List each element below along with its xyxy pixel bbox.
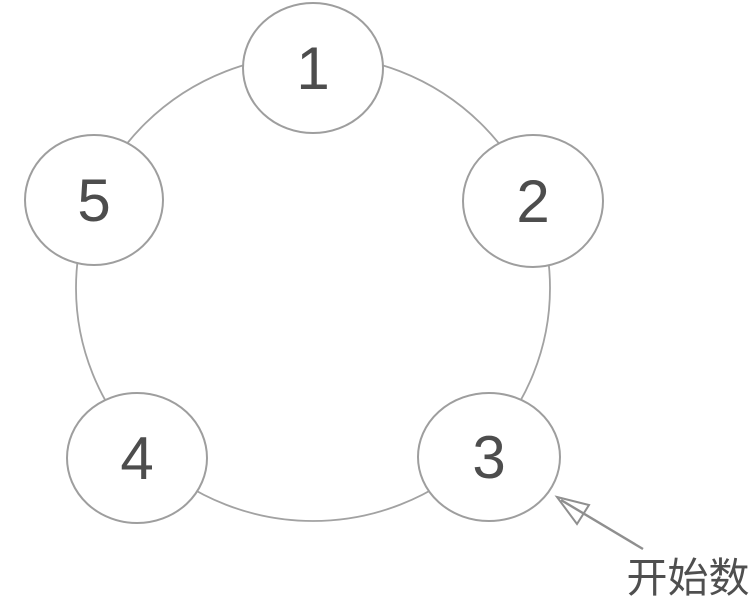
- arrow-shaft: [560, 498, 644, 551]
- arrow-head-icon: [554, 495, 591, 526]
- node-3: 3: [417, 392, 561, 522]
- node-3-label: 3: [472, 424, 505, 491]
- node-4: 4: [66, 392, 208, 524]
- node-1-label: 1: [296, 35, 329, 102]
- node-4-circle: [66, 392, 208, 524]
- node-2-label: 2: [516, 168, 549, 235]
- node-2-circle: [462, 134, 604, 268]
- node-1: 1: [242, 2, 384, 134]
- node-1-circle: [242, 2, 384, 134]
- node-2: 2: [462, 134, 604, 268]
- node-5: 5: [24, 134, 164, 266]
- node-5-circle: [24, 134, 164, 266]
- node-5-label: 5: [77, 167, 110, 234]
- start-annotation: 开始数: [554, 495, 750, 601]
- node-4-label: 4: [120, 425, 153, 492]
- node-3-circle: [417, 392, 561, 522]
- annotation-label: 开始数: [627, 555, 750, 601]
